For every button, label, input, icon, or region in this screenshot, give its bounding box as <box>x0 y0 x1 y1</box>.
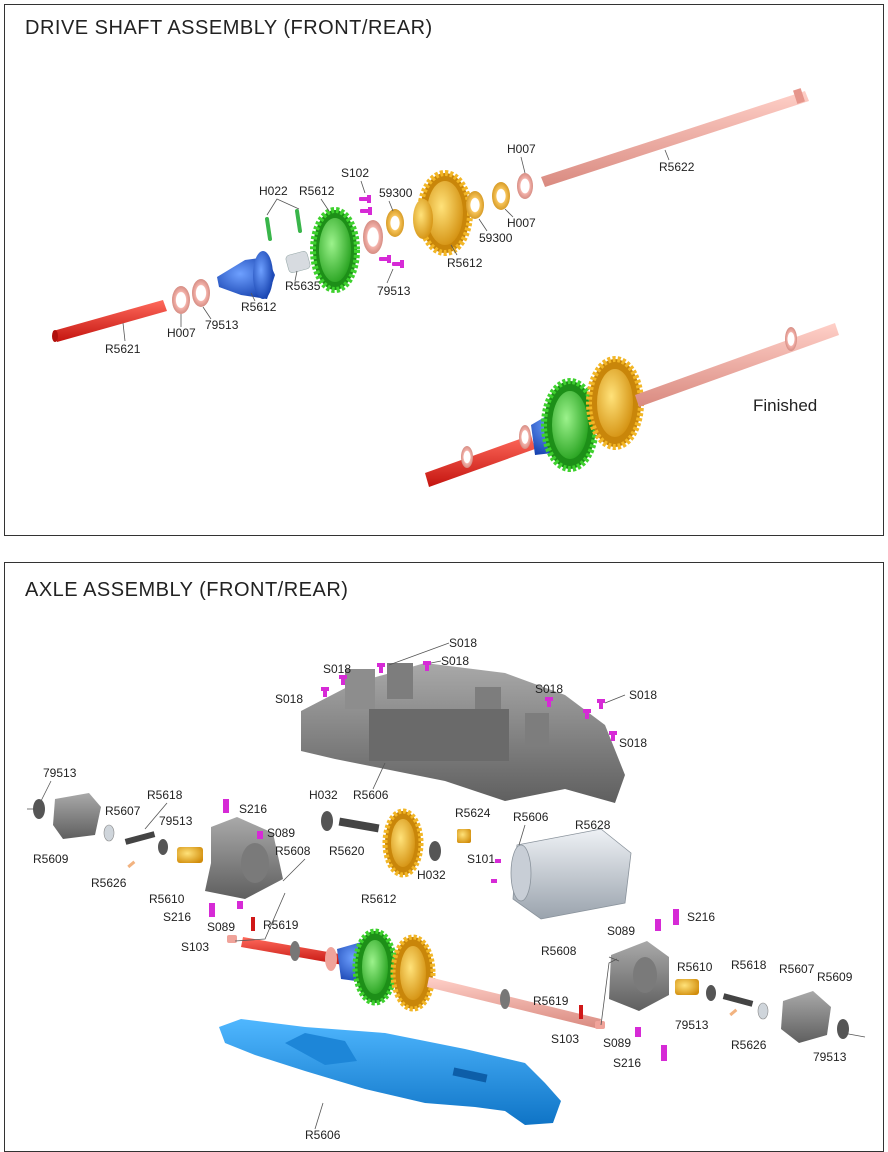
label-s101: S101 <box>467 852 495 866</box>
axle-panel: AXLE ASSEMBLY (FRONT/REAR) <box>4 562 884 1152</box>
axle-leader-lines <box>27 642 866 1130</box>
tube-r5635 <box>285 251 311 273</box>
label-s018-b: S018 <box>441 654 469 668</box>
label-h032-b: H032 <box>417 868 446 882</box>
motor-r5628 <box>491 828 632 920</box>
ring-h007-right <box>517 173 533 199</box>
label-r5612-a: R5612 <box>241 300 277 314</box>
label-r5619-a: R5619 <box>263 918 299 932</box>
label-s216-b: S216 <box>163 910 191 924</box>
blue-housing-r5606 <box>219 1019 561 1125</box>
label-s216-c: S216 <box>687 910 715 924</box>
label-s103-a: S103 <box>181 940 209 954</box>
label-s216-d: S216 <box>613 1056 641 1070</box>
label-79513-b: 79513 <box>159 814 193 828</box>
axle-drive-shaft <box>241 928 605 1029</box>
label-h007-c: H007 <box>507 142 536 156</box>
label-h032-a: H032 <box>309 788 338 802</box>
label-r5610-b: R5610 <box>677 960 713 974</box>
right-hub-group <box>609 909 849 1061</box>
drive-shaft-panel: DRIVE SHAFT ASSEMBLY (FRONT/REAR) <box>4 4 884 536</box>
label-59300-b: 59300 <box>479 231 513 245</box>
label-r5618-b: R5618 <box>731 958 767 972</box>
label-s089-d: S089 <box>603 1036 631 1050</box>
pins-h022 <box>265 209 302 241</box>
shaft-r5621 <box>52 300 167 342</box>
label-79513-d: 79513 <box>813 1050 847 1064</box>
label-r5620: R5620 <box>329 844 365 858</box>
label-r5621: R5621 <box>105 342 141 356</box>
label-r5608-b: R5608 <box>541 944 577 958</box>
screws-79513 <box>379 255 404 268</box>
label-h007-a: H007 <box>167 326 196 340</box>
label-r5628: R5628 <box>575 818 611 832</box>
ring-79513-mid <box>363 220 383 254</box>
ring-h007-left <box>172 286 190 314</box>
label-r5619-b: R5619 <box>533 994 569 1008</box>
label-r5609-a: R5609 <box>33 852 69 866</box>
label-s216-a: S216 <box>239 802 267 816</box>
label-r5612-b: R5612 <box>299 184 335 198</box>
label-finished: Finished <box>753 396 817 415</box>
label-r5626-b: R5626 <box>731 1038 767 1052</box>
bearing-59300-a <box>386 209 404 237</box>
label-59300-a: 59300 <box>379 186 413 200</box>
bearing-h007 <box>492 182 510 210</box>
blue-cup-r5612 <box>217 251 275 299</box>
label-r5622: R5622 <box>659 160 695 174</box>
label-79513-c: 79513 <box>675 1018 709 1032</box>
label-s018-g: S018 <box>619 736 647 750</box>
ring-79513-left <box>192 279 210 307</box>
label-r5609-b: R5609 <box>817 970 853 984</box>
label-r5624: R5624 <box>455 806 491 820</box>
label-s089-c: S089 <box>607 924 635 938</box>
drive-shaft-diagram: R5621 H007 79513 R5612 R5635 H022 R5612 … <box>52 88 839 487</box>
middle-gear-group <box>321 808 471 878</box>
green-gear-r5612 <box>310 207 360 293</box>
label-r5612-c: R5612 <box>447 256 483 270</box>
label-h022: H022 <box>259 184 288 198</box>
screws-s018 <box>321 661 617 741</box>
label-79513-a: 79513 <box>205 318 239 332</box>
label-r5626-a: R5626 <box>91 876 127 890</box>
drive-shaft-title: DRIVE SHAFT ASSEMBLY (FRONT/REAR) <box>25 17 433 39</box>
label-r5612: R5612 <box>361 892 397 906</box>
leader-lines <box>122 149 670 342</box>
label-s102: S102 <box>341 166 369 180</box>
label-r5608-a: R5608 <box>275 844 311 858</box>
label-s089-a: S089 <box>267 826 295 840</box>
label-r5606-c: R5606 <box>305 1128 341 1142</box>
label-s018-c: S018 <box>323 662 351 676</box>
axle-title: AXLE ASSEMBLY (FRONT/REAR) <box>25 579 349 601</box>
screws-s102 <box>359 195 372 215</box>
label-h007-b: H007 <box>507 216 536 230</box>
bearing-59300-b <box>466 191 484 219</box>
label-s018-f: S018 <box>629 688 657 702</box>
label-r5610-a: R5610 <box>149 892 185 906</box>
shaft-r5622 <box>541 88 809 187</box>
label-s103-b: S103 <box>551 1032 579 1046</box>
label-79513-a: 79513 <box>43 766 77 780</box>
label-s089-b: S089 <box>207 920 235 934</box>
label-r5607-a: R5607 <box>105 804 141 818</box>
label-s018-d: S018 <box>275 692 303 706</box>
label-r5606-b: R5606 <box>513 810 549 824</box>
label-r5618-a: R5618 <box>147 788 183 802</box>
label-r5635: R5635 <box>285 279 321 293</box>
label-s018-e: S018 <box>535 682 563 696</box>
finished-assembly <box>425 323 839 487</box>
label-r5606-a: R5606 <box>353 788 389 802</box>
gray-housing-r5606 <box>301 663 625 803</box>
gold-gear-r5612 <box>413 170 473 256</box>
axle-diagram: S018 S018 S018 S018 S018 S018 S018 R5606… <box>27 636 866 1142</box>
left-hub-group <box>33 793 283 943</box>
label-r5607-b: R5607 <box>779 962 815 976</box>
label-s018-a: S018 <box>449 636 477 650</box>
label-79513-b: 79513 <box>377 284 411 298</box>
